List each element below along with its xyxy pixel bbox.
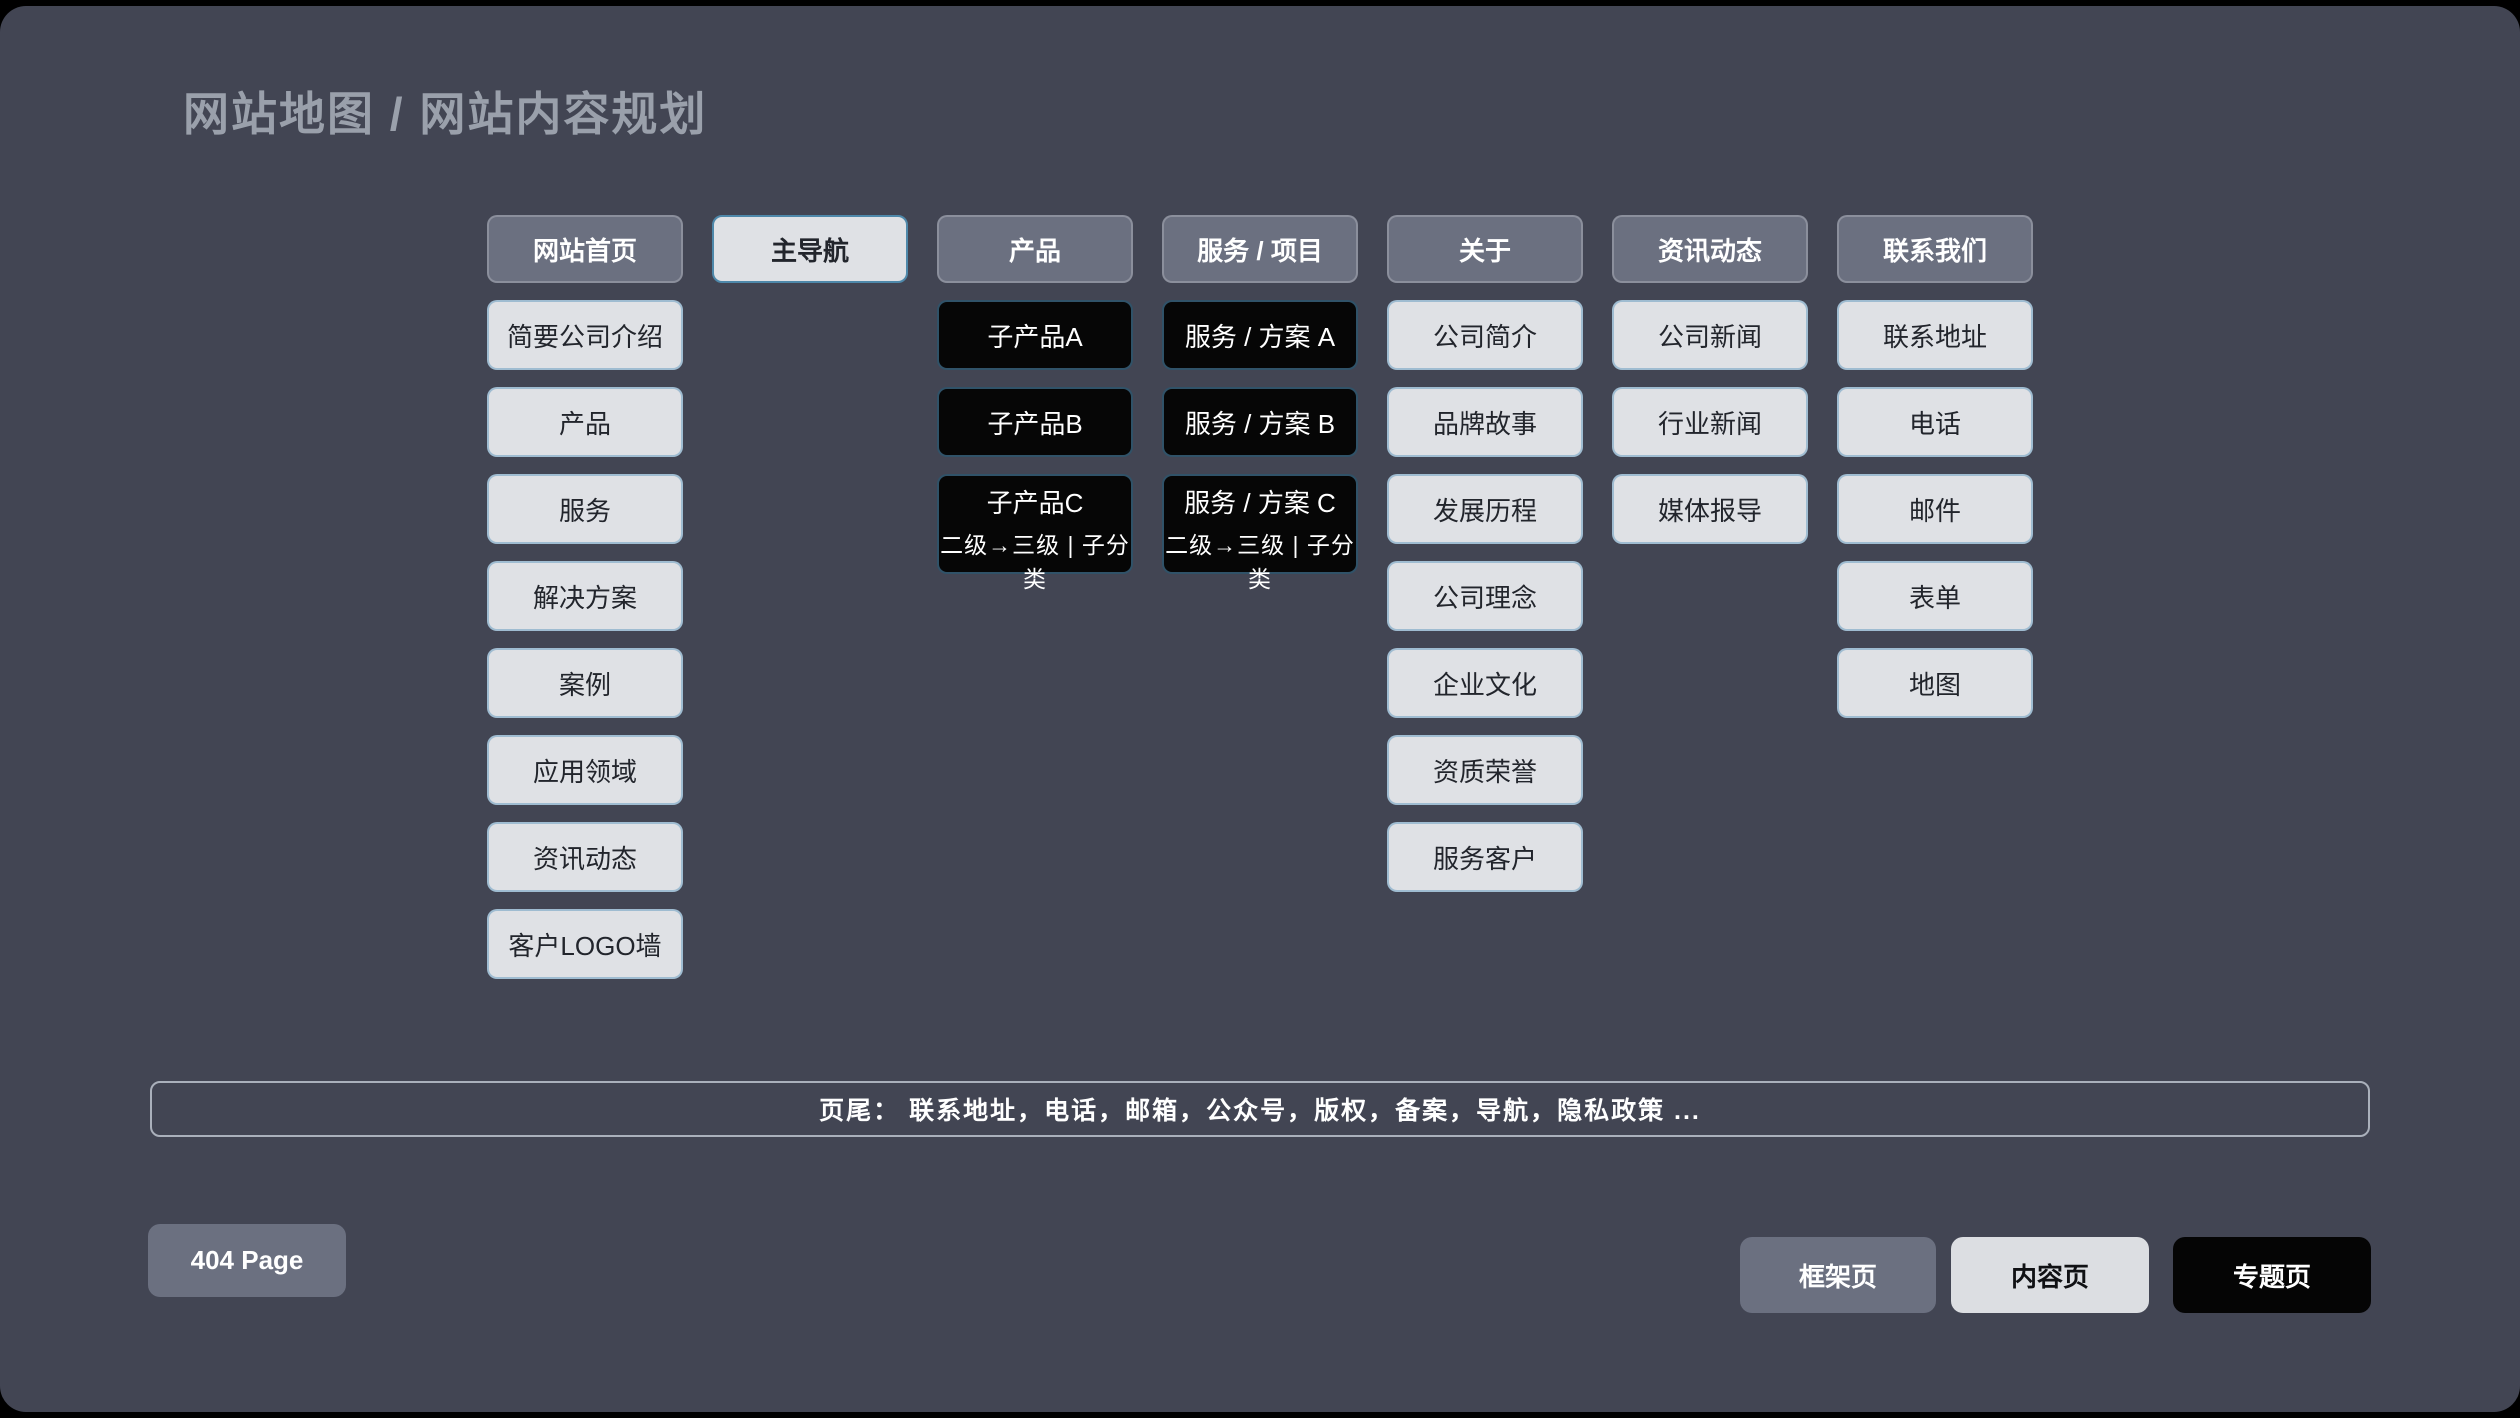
column-header-home[interactable]: 网站首页 [487, 215, 683, 283]
sitemap-node[interactable]: 资讯动态 [487, 822, 683, 892]
column-header-contact[interactable]: 联系我们 [1837, 215, 2033, 283]
sitemap-node[interactable]: 品牌故事 [1387, 387, 1583, 457]
sitemap-node[interactable]: 服务客户 [1387, 822, 1583, 892]
sitemap-node-combo[interactable]: 服务 / 方案 C 二级→三级 | 子分类 [1162, 474, 1358, 592]
sitemap-node[interactable]: 公司新闻 [1612, 300, 1808, 370]
column-products: 产品 子产品A 子产品B 子产品C 二级→三级 | 子分类 [937, 215, 1133, 979]
sitemap-node[interactable]: 子产品B [937, 387, 1133, 457]
sitemap-node[interactable]: 地图 [1837, 648, 2033, 718]
sitemap-canvas: 网站地图 / 网站内容规划 网站首页 简要公司介绍 产品 服务 解决方案 案例 … [0, 6, 2520, 1412]
sitemap-node[interactable]: 简要公司介绍 [487, 300, 683, 370]
column-header-main-nav[interactable]: 主导航 [712, 215, 908, 283]
sitemap-node[interactable]: 案例 [487, 648, 683, 718]
column-home: 网站首页 简要公司介绍 产品 服务 解决方案 案例 应用领域 资讯动态 客户LO… [487, 215, 683, 979]
sitemap-node[interactable]: 子产品A [937, 300, 1133, 370]
sitemap-node[interactable]: 行业新闻 [1612, 387, 1808, 457]
legend-content-page-button[interactable]: 内容页 [1951, 1237, 2149, 1313]
sitemap-node[interactable]: 媒体报导 [1612, 474, 1808, 544]
sitemap-node[interactable]: 邮件 [1837, 474, 2033, 544]
sitemap-node[interactable]: 企业文化 [1387, 648, 1583, 718]
sitemap-node[interactable]: 服务 / 方案 B [1162, 387, 1358, 457]
column-news: 资讯动态 公司新闻 行业新闻 媒体报导 [1612, 215, 1808, 979]
page-title: 网站地图 / 网站内容规划 [183, 88, 708, 140]
column-services: 服务 / 项目 服务 / 方案 A 服务 / 方案 B 服务 / 方案 C 二级… [1162, 215, 1358, 979]
sitemap-node[interactable]: 公司理念 [1387, 561, 1583, 631]
sitemap-node[interactable]: 联系地址 [1837, 300, 2033, 370]
column-header-products[interactable]: 产品 [937, 215, 1133, 283]
404-page-button[interactable]: 404 Page [148, 1224, 346, 1297]
sitemap-grid: 网站首页 简要公司介绍 产品 服务 解决方案 案例 应用领域 资讯动态 客户LO… [487, 215, 2033, 979]
sitemap-node-combo[interactable]: 子产品C 二级→三级 | 子分类 [937, 474, 1133, 592]
sitemap-node[interactable]: 解决方案 [487, 561, 683, 631]
sitemap-node[interactable]: 服务 / 方案 A [1162, 300, 1358, 370]
sitemap-node-label: 子产品C [986, 487, 1084, 518]
sitemap-node[interactable]: 表单 [1837, 561, 2033, 631]
column-contact: 联系我们 联系地址 电话 邮件 表单 地图 [1837, 215, 2033, 979]
legend-frame-page-button[interactable]: 框架页 [1740, 1237, 1936, 1313]
column-about: 关于 公司简介 品牌故事 发展历程 公司理念 企业文化 资质荣誉 服务客户 [1387, 215, 1583, 979]
column-main-nav: 主导航 [712, 215, 908, 979]
sitemap-node[interactable]: 发展历程 [1387, 474, 1583, 544]
sitemap-node[interactable]: 资质荣誉 [1387, 735, 1583, 805]
sitemap-node-sublabel: 二级→三级 | 子分类 [940, 532, 1130, 592]
sitemap-node[interactable]: 公司简介 [1387, 300, 1583, 370]
sitemap-node[interactable]: 客户LOGO墙 [487, 909, 683, 979]
sitemap-node[interactable]: 产品 [487, 387, 683, 457]
legend-topic-page-button[interactable]: 专题页 [2173, 1237, 2371, 1313]
column-header-services[interactable]: 服务 / 项目 [1162, 215, 1358, 283]
sitemap-node-label: 服务 / 方案 C [1184, 487, 1336, 518]
footer-summary-bar: 页尾： 联系地址，电话，邮箱，公众号，版权，备案，导航，隐私政策 ... [150, 1081, 2370, 1137]
sitemap-node-sublabel: 二级→三级 | 子分类 [1165, 532, 1355, 592]
column-header-news[interactable]: 资讯动态 [1612, 215, 1808, 283]
sitemap-node[interactable]: 服务 [487, 474, 683, 544]
sitemap-node[interactable]: 电话 [1837, 387, 2033, 457]
column-header-about[interactable]: 关于 [1387, 215, 1583, 283]
sitemap-node[interactable]: 应用领域 [487, 735, 683, 805]
